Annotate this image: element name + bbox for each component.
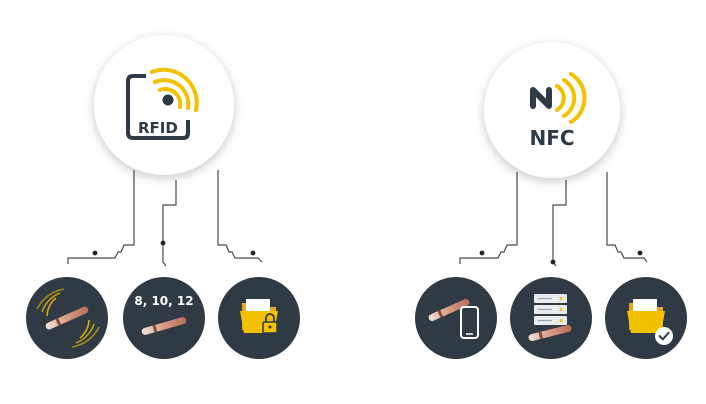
nfc-connector-center <box>552 180 567 267</box>
nfc-label: NFC <box>529 126 574 150</box>
locked-folder-icon <box>240 299 278 334</box>
folder-check-icon <box>627 299 673 345</box>
rfid-group: RFID 8, 10, 12 <box>26 35 300 359</box>
rfid-connector-center <box>162 180 177 267</box>
rfid-wand-frequency-icon <box>141 317 187 335</box>
nfc-feature-folder-check <box>605 277 687 359</box>
wand-phone-icon <box>428 298 479 339</box>
nfc-feature-server <box>510 277 592 359</box>
rfid-label: RFID <box>138 119 178 137</box>
rfid-hub: RFID <box>94 35 234 175</box>
rfid-feature-frequencies: 8, 10, 12 <box>123 277 205 359</box>
nfc-connector-right <box>606 172 648 263</box>
nfc-connectors <box>459 172 648 267</box>
nfc-feature-phone <box>415 277 497 359</box>
rfid-feature-locked-folder <box>218 277 300 359</box>
nfc-group: NFC <box>415 42 687 359</box>
rfid-connector-left <box>67 170 135 264</box>
rfid-feature-waves <box>26 277 108 359</box>
rfid-tag-icon <box>126 67 199 140</box>
server-wand-icon <box>528 294 572 341</box>
rfid-connector-right <box>217 170 263 263</box>
rfid-wand-waves-icon <box>36 288 100 348</box>
nfc-logo-icon <box>530 72 587 124</box>
nfc-hub: NFC <box>484 42 620 178</box>
nfc-connector-left <box>459 172 518 264</box>
rfid-connectors <box>67 170 263 267</box>
rfid-frequency-label: 8, 10, 12 <box>134 294 193 308</box>
